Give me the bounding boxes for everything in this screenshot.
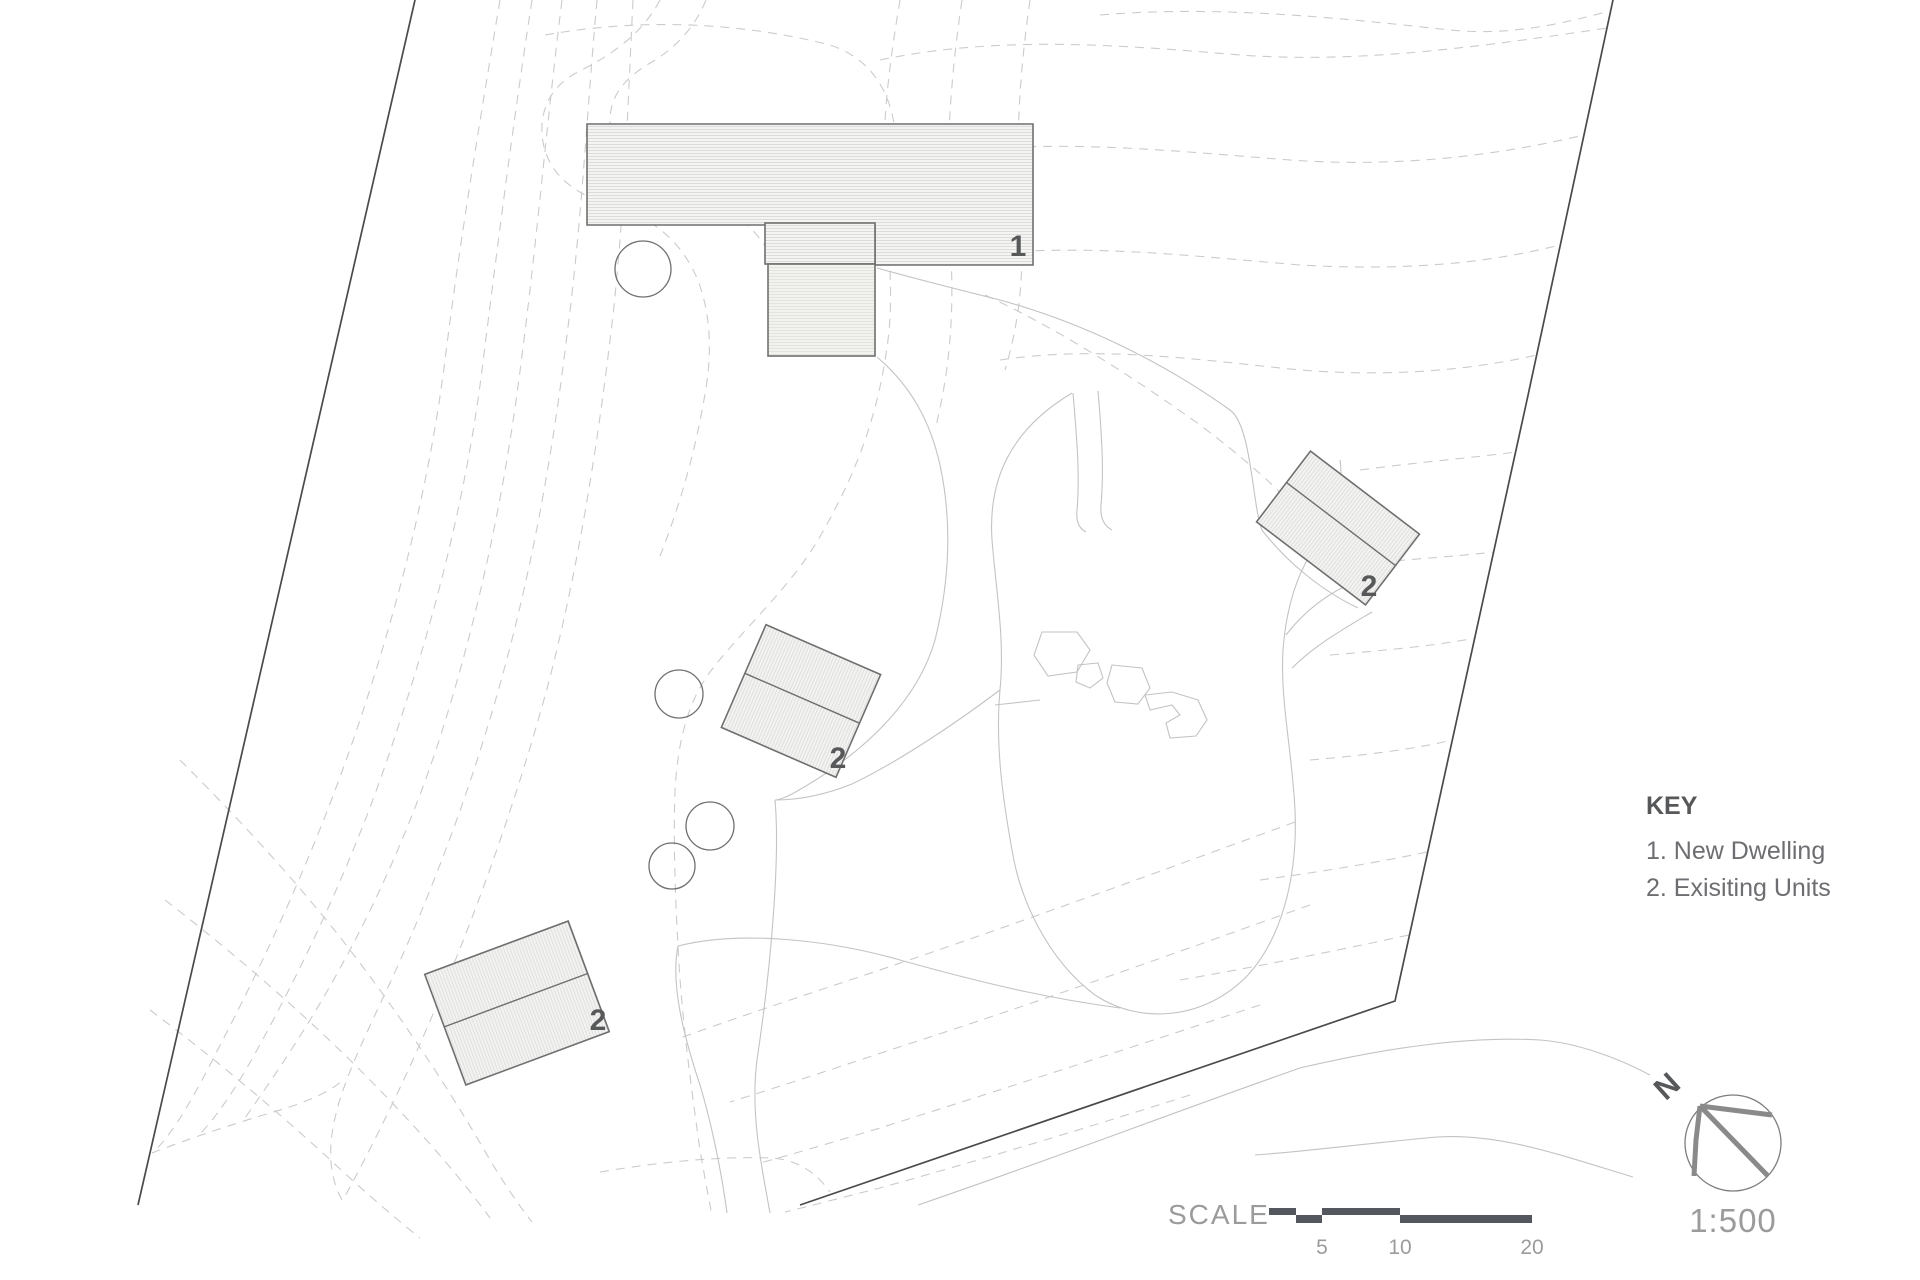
building-existing-unit-middle: [720, 623, 882, 779]
site-boundary: [137, 0, 1614, 1206]
tree-circle: [654, 669, 704, 719]
scale-label: SCALE: [1168, 1199, 1270, 1230]
key-heading: KEY: [1646, 792, 1698, 820]
contour-lines: [149, 0, 1608, 1239]
key-legend: KEY 1. New Dwelling 2. Exisiting Units: [1646, 792, 1831, 907]
scale-bar-segment: [1400, 1215, 1532, 1223]
key-item-existing-units: 2. Exisiting Units: [1646, 874, 1831, 902]
label-existing-unit-right: 2: [1361, 570, 1378, 603]
tree-circle: [648, 842, 696, 890]
scale-bar-segment: [1269, 1208, 1296, 1215]
tree-circle: [614, 240, 672, 298]
scale-tick-20: 20: [1520, 1236, 1543, 1259]
label-new-dwelling: 1: [1010, 230, 1027, 263]
north-arrow: N 1:500: [1647, 1066, 1782, 1239]
building-existing-unit-right: [1255, 449, 1421, 607]
label-existing-unit-middle: 2: [830, 742, 847, 775]
scale-bar-segment: [1322, 1208, 1400, 1215]
scale-ratio: 1:500: [1689, 1202, 1777, 1239]
north-letter: N: [1647, 1066, 1687, 1107]
scale-bar: SCALE 5 10 20: [1168, 1199, 1544, 1259]
building-new-dwelling: [586, 123, 1034, 357]
tree-circles: [614, 240, 735, 890]
building-existing-unit-bottom: [423, 920, 611, 1086]
key-item-new-dwelling: 1. New Dwelling: [1646, 837, 1826, 865]
tree-circle: [685, 801, 735, 851]
site-paths: [675, 267, 1651, 1214]
label-existing-unit-bottom: 2: [590, 1004, 607, 1037]
north-arrow-circle: [1684, 1094, 1782, 1192]
scale-tick-10: 10: [1388, 1236, 1411, 1259]
scale-tick-5: 5: [1316, 1236, 1328, 1259]
scale-bar-segment: [1296, 1215, 1322, 1223]
